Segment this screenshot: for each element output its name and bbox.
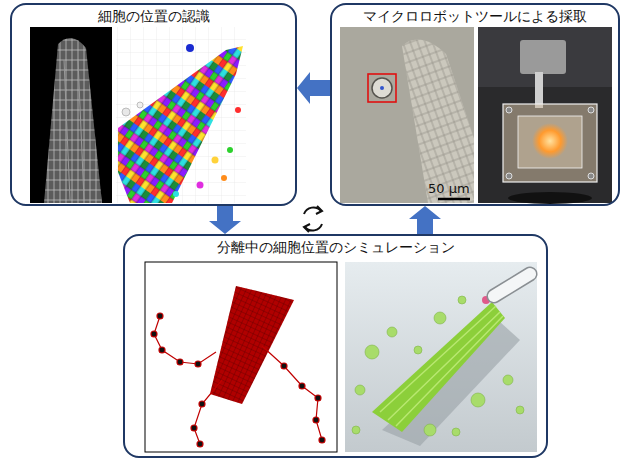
illustration-part (177, 359, 183, 365)
illustration-part (197, 182, 204, 189)
illustration-part (210, 286, 294, 404)
illustration-part (478, 27, 612, 87)
illustration-part (387, 327, 397, 337)
illustration-part (368, 74, 396, 102)
panel-title: 細胞の位置の認識 (94, 7, 214, 25)
illustration-part (199, 401, 205, 407)
illustration-part (116, 27, 246, 203)
illustration-part (506, 107, 512, 113)
illustration-part (299, 383, 305, 389)
illustration-part (195, 361, 201, 367)
illustration-part (518, 116, 582, 168)
fluorescence-image (30, 27, 112, 203)
block-arrow (209, 206, 241, 234)
illustration-part (372, 78, 392, 98)
illustration-part (212, 157, 219, 164)
segmentation-image (116, 27, 246, 203)
block-arrow (409, 206, 441, 234)
illustration-part (506, 173, 512, 179)
illustration-part (186, 44, 194, 52)
illustration-part (494, 274, 530, 296)
illustration-part (319, 437, 325, 443)
device-photo (478, 27, 612, 204)
illustration-part (210, 286, 294, 404)
illustration-part (380, 306, 503, 426)
illustration-part (116, 27, 246, 203)
illustration-part (355, 385, 365, 395)
illustration-part (262, 346, 322, 440)
illustration-part (281, 363, 287, 369)
cycle-symbol (304, 206, 322, 232)
illustration-part (145, 262, 337, 452)
illustration-part (535, 72, 543, 108)
illustration-part (508, 192, 592, 204)
illustration-part (235, 107, 241, 113)
panel-title: 分離中の細胞位置のシミュレーション (213, 238, 459, 256)
illustration-part (380, 86, 384, 90)
illustration-part (137, 102, 143, 108)
illustration-part (458, 296, 466, 304)
illustration-part (494, 274, 530, 296)
simulation-plot (145, 262, 337, 452)
illustration-part (118, 46, 243, 203)
illustration-part (414, 346, 422, 354)
illustration-part (438, 198, 470, 201)
illustration-part (532, 123, 568, 159)
illustration-part (402, 40, 474, 203)
illustration-part (402, 40, 474, 203)
illustration-part (345, 262, 537, 452)
illustration-part (452, 428, 460, 436)
illustration-part (316, 206, 322, 214)
illustration-part (227, 147, 233, 153)
illustration-part (221, 175, 227, 181)
illustration-part (372, 302, 505, 432)
illustration-part (191, 425, 197, 431)
panel-title: マイクロロボットツールによる採取 (359, 7, 591, 25)
illustration-part (194, 380, 222, 444)
illustration-part (365, 345, 379, 359)
illustration-part (313, 417, 319, 423)
illustration-part (154, 316, 216, 364)
illustration-part (64, 60, 84, 200)
illustration-part (434, 312, 446, 324)
illustration-part (478, 27, 612, 203)
microscope-image (340, 27, 474, 203)
illustration-part (471, 393, 485, 407)
illustration-part (44, 38, 102, 203)
illustration-part (159, 347, 165, 353)
illustration-part (122, 108, 130, 116)
illustration-part (516, 406, 524, 414)
illustration-part (151, 331, 157, 337)
illustration-part (352, 426, 360, 434)
render-3d (345, 262, 537, 452)
illustration-part (588, 173, 594, 179)
illustration-part (197, 441, 203, 447)
illustration-part (157, 313, 163, 319)
illustration-part (30, 27, 112, 203)
illustration-part (340, 27, 474, 203)
panel-box: マイクロロボットツールによる採取 (330, 3, 620, 206)
scale-label: 50 μm (428, 181, 470, 196)
illustration-part (588, 107, 594, 113)
illustration-part (151, 313, 325, 447)
illustration-part (503, 104, 597, 182)
illustration-part (520, 40, 566, 74)
illustration-part (304, 224, 310, 232)
illustration-part (424, 424, 436, 436)
illustration-part (315, 395, 321, 401)
panel-box: 細胞の位置の認識 (10, 3, 297, 206)
panel-box: 分離中の細胞位置のシミュレーション (123, 234, 548, 458)
block-arrow (297, 72, 330, 104)
illustration-part (44, 38, 102, 203)
illustration-part (352, 296, 524, 436)
illustration-part (173, 191, 179, 197)
illustration-part (503, 375, 513, 385)
